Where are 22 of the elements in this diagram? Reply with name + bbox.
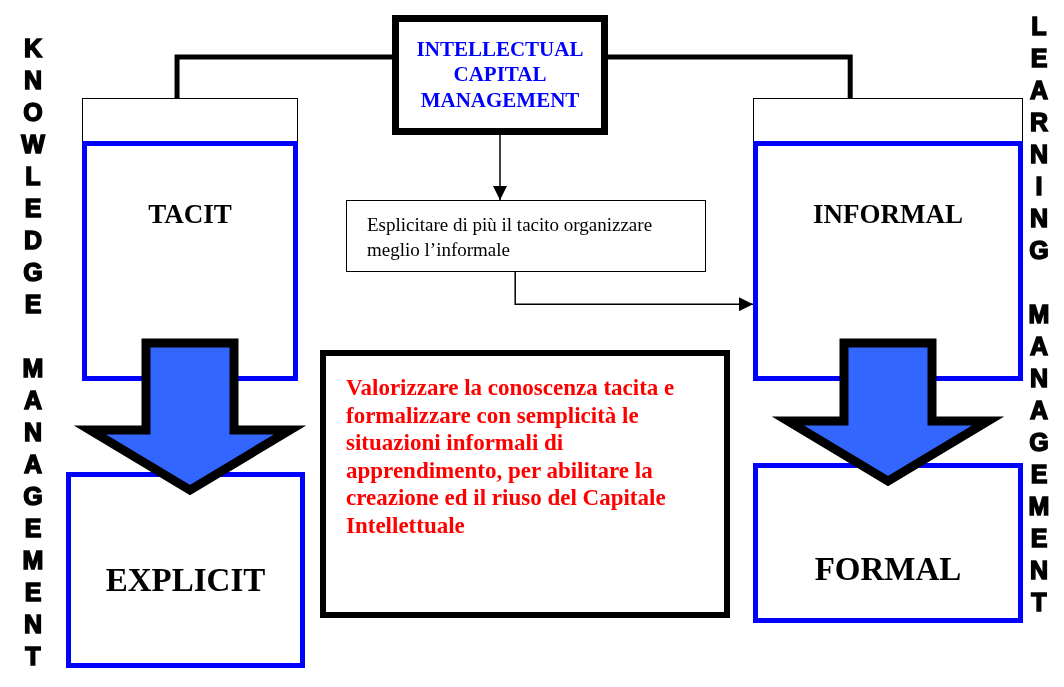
block-arrow xyxy=(73,338,307,496)
box-title: TACIT xyxy=(148,198,232,231)
statement-box xyxy=(320,350,730,618)
box-title: FORMAL xyxy=(814,550,962,589)
vertical-label: KNOWLEDGE MANAGEMENT xyxy=(20,34,45,674)
connector-line xyxy=(174,54,392,98)
concept-box xyxy=(82,141,298,381)
box-title: EXPLICIT xyxy=(105,561,266,600)
concept-box xyxy=(753,141,1023,381)
arrow xyxy=(493,134,507,201)
note-text: Esplicitare di più il tacito organizzare meglio l’informale xyxy=(366,213,654,262)
concept-box xyxy=(753,463,1023,623)
process-box xyxy=(392,15,608,135)
note-box xyxy=(346,200,706,272)
arrow xyxy=(514,271,754,312)
box-title: INFORMAL xyxy=(813,198,963,231)
vertical-label: LEARNING MANAGEMENT xyxy=(1026,12,1051,620)
connector-line xyxy=(608,54,853,98)
block-arrow xyxy=(771,338,1005,487)
statement-text: Valorizzare la conoscenza tacita e formalizzare con semplicità le situazioni informali di apprendimento, per abilitare la creazione ed il riuso del Capitale Intellettuale xyxy=(345,374,676,540)
heading-text: INTELLECTUAL CAPITAL MANAGEMENT xyxy=(415,37,585,113)
concept-box xyxy=(66,472,305,668)
